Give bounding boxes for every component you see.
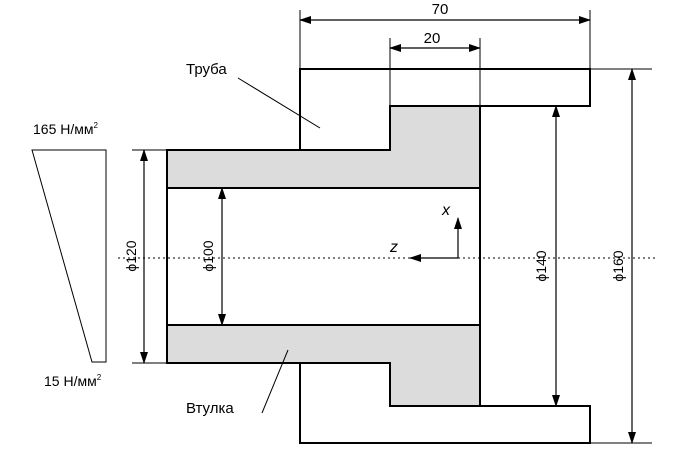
dim-text-d140: ϕ140 [533, 250, 549, 281]
dim-text-d120: ϕ120 [123, 240, 139, 271]
dim-text-d160: ϕ160 [610, 250, 626, 281]
label-sleeve: Втулка [186, 400, 234, 417]
leader-sleeve [261, 349, 289, 414]
axis-z-label: z [389, 239, 398, 256]
load-distribution [31, 149, 107, 363]
label-pipe: Труба [186, 61, 227, 78]
dim-text-d100: ϕ100 [200, 240, 216, 271]
dim-text-70: 70 [432, 1, 449, 18]
load-bottom-label: 15 Н/мм2 [44, 373, 102, 389]
dim-text-20: 20 [424, 30, 441, 47]
axis-x-label: x [441, 202, 451, 219]
load-top-label: 165 Н/мм2 [33, 121, 99, 137]
leader-pipe [237, 77, 321, 129]
